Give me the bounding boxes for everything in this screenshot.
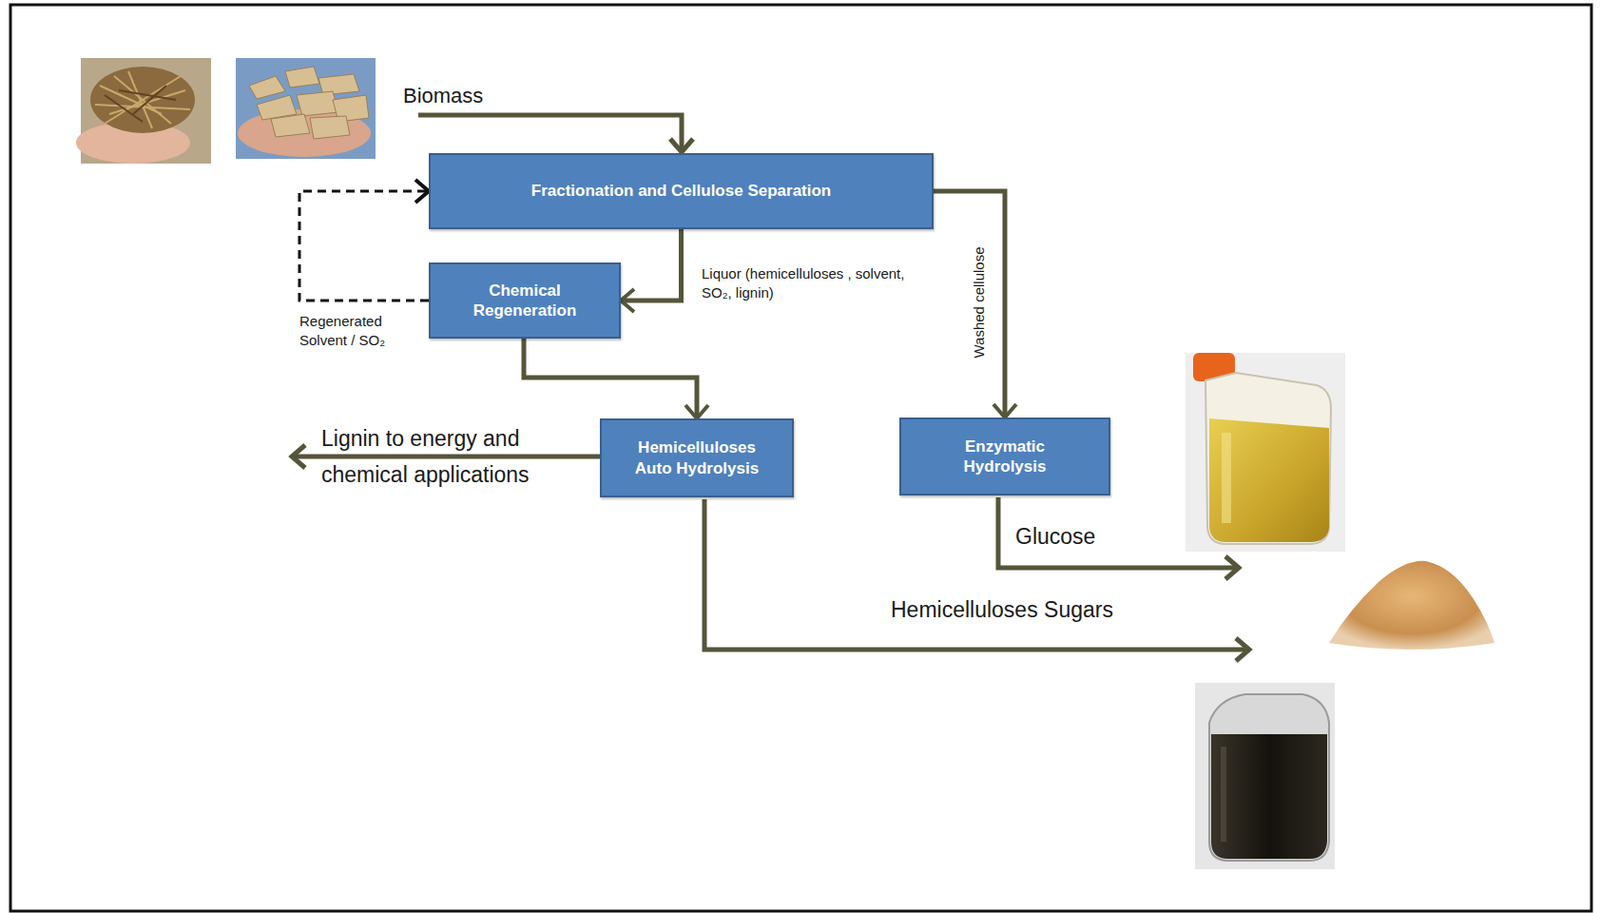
frame — [10, 4, 1592, 911]
connector — [620, 229, 682, 312]
process-box: Fractionation and Cellulose Separation — [428, 153, 934, 230]
arrow-head — [415, 179, 429, 203]
connector-label: Washed cellulose — [969, 246, 989, 358]
connector-line — [620, 229, 682, 301]
arrow-head — [620, 289, 635, 312]
flow-label: Lignin to energy and chemical applicatio… — [321, 420, 579, 493]
flow-label: Biomass — [403, 83, 483, 109]
woodchip-photo — [235, 57, 376, 159]
biomass-photo — [76, 57, 212, 164]
connector — [299, 179, 429, 301]
connector-label: Regenerated Solvent / SO₂ — [299, 311, 414, 349]
hemicellulose-bottle-photo — [1195, 682, 1335, 869]
flow-label: Hemicelluloses Sugars — [890, 597, 1114, 624]
sugar-pile — [1329, 560, 1495, 650]
box-text: Enzymatic Hydrolysis — [943, 436, 1067, 478]
box-text: Chemical Regeneration — [462, 280, 587, 322]
flow-arrow — [291, 115, 1250, 661]
arrow-head — [685, 404, 709, 419]
flow-label: Glucose — [1015, 523, 1096, 551]
connector-label: Liquor (hemicelluloses , solvent, SO₂, l… — [701, 264, 911, 302]
connector — [523, 338, 709, 419]
connector — [933, 191, 1017, 418]
process-box: Hemicelluloses Auto Hydrolysis — [599, 418, 794, 498]
connector-line — [523, 338, 697, 419]
connector-line — [299, 191, 429, 301]
arrow-head — [993, 404, 1017, 418]
process-box: Enzymatic Hydrolysis — [899, 417, 1111, 496]
box-text: Fractionation and Cellulose Separation — [531, 180, 832, 201]
process-box: Chemical Regeneration — [428, 262, 621, 339]
box-text: Hemicelluloses Auto Hydrolysis — [620, 437, 773, 479]
glucose-bottle-photo — [1185, 352, 1346, 552]
connector-line — [933, 191, 1005, 418]
